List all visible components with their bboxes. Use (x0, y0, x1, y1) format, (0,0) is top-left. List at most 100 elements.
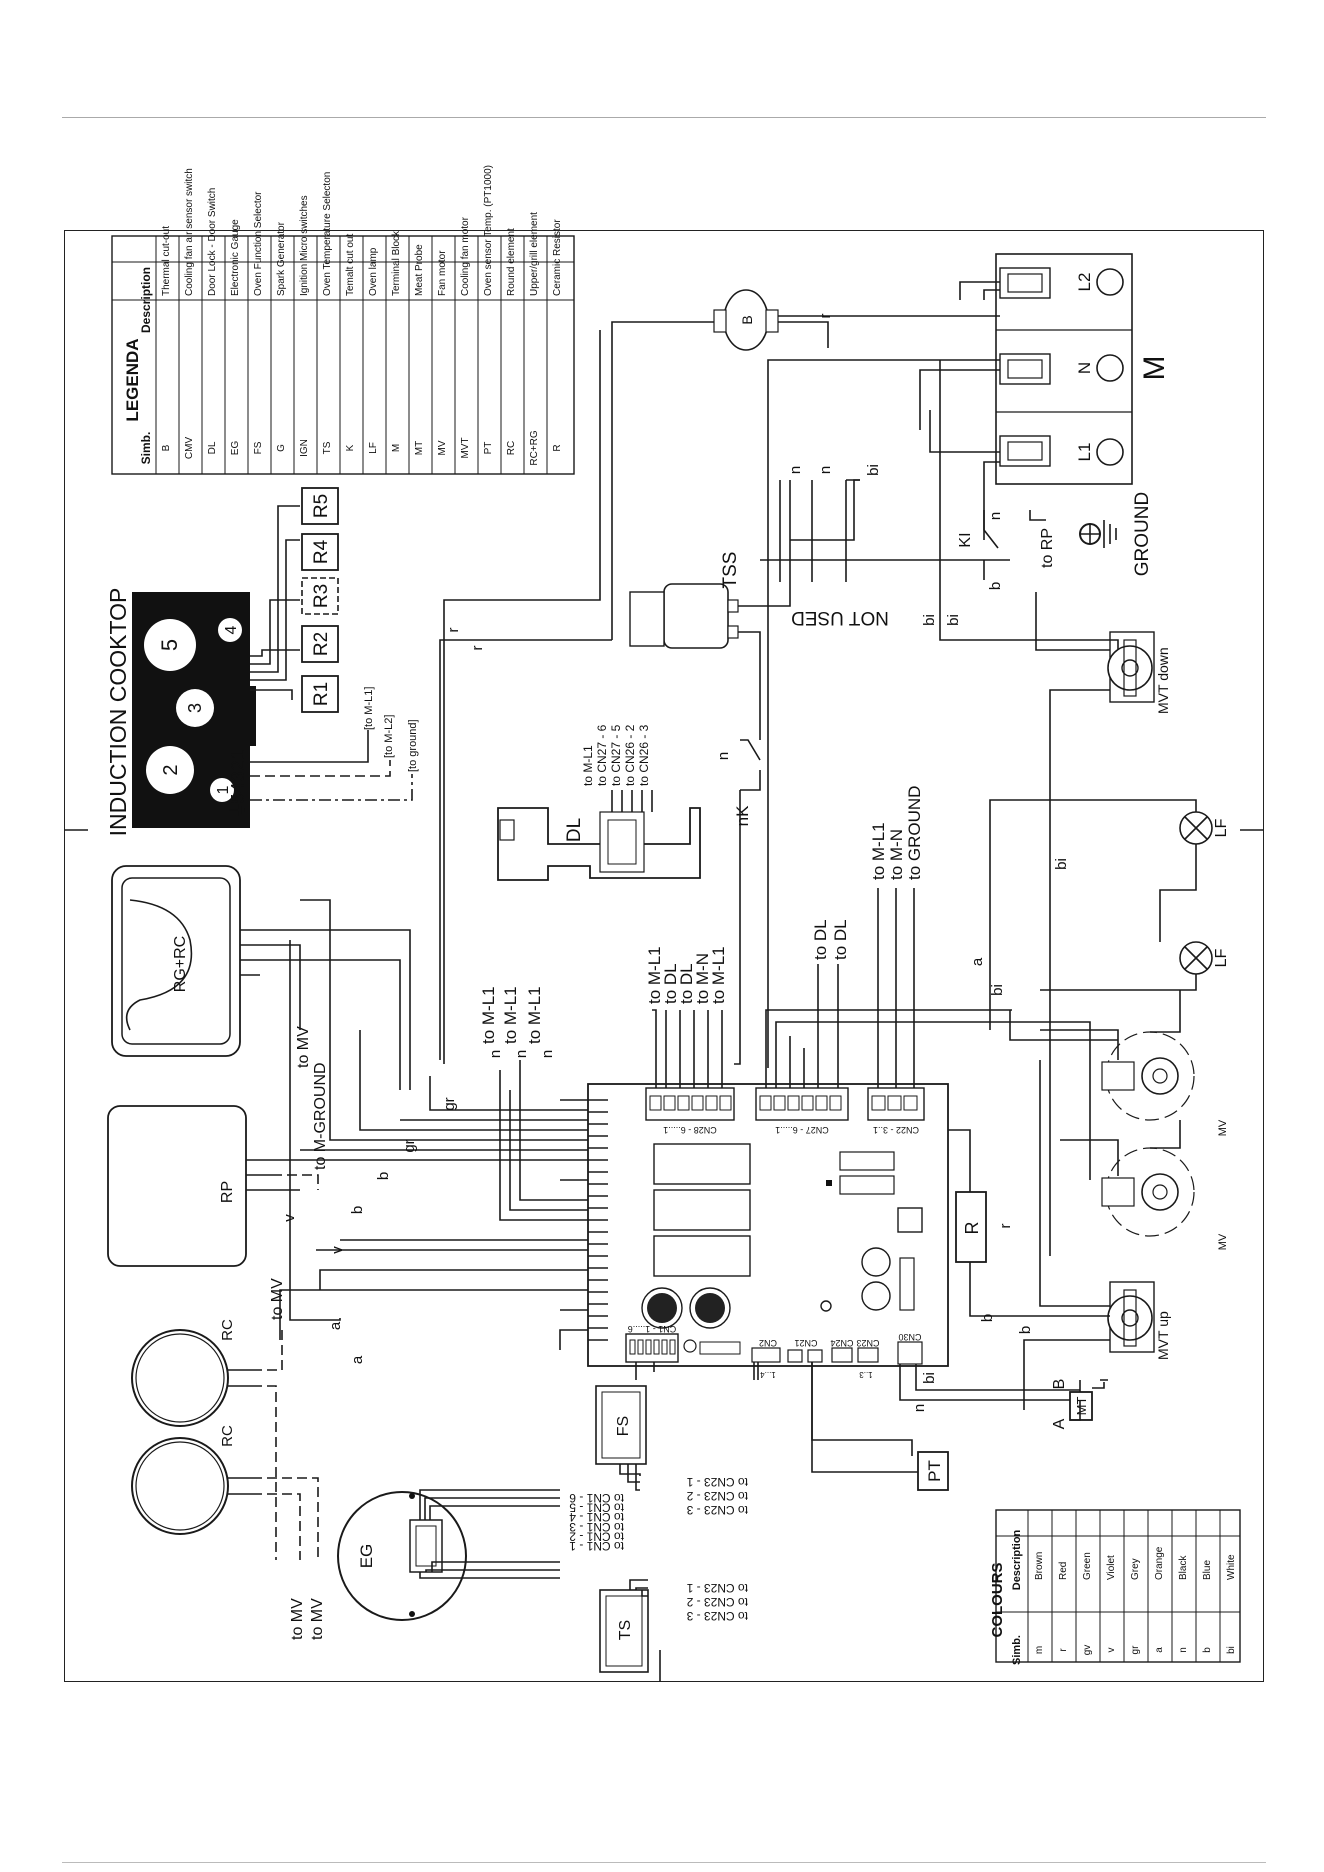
legend-desc-3: Electronic Gauge (230, 219, 241, 296)
legend-desc-16: Upper/grill element (529, 212, 540, 296)
colour-simb-1: r (1058, 1648, 1069, 1652)
dl-link-0: to M-L1 (581, 745, 595, 786)
colour-desc-2: Green (1082, 1552, 1093, 1580)
cooktop-zone-2: 2 (146, 746, 194, 794)
legend-head-simb-cell: Simb. (139, 432, 153, 465)
ceramic-resistor: R (955, 1191, 987, 1263)
ground-terminal: GROUND (1079, 492, 1153, 576)
cn23-text: CN23 (856, 1338, 879, 1348)
to-m-l1-left-1: to M-L1 (479, 986, 498, 1044)
svg-text:4: 4 (223, 625, 240, 634)
legend-desc-8: Temalt cut out (345, 234, 356, 296)
cooktop-zone-5: 5 (144, 619, 196, 671)
wire-code-r-r: r (997, 1224, 1014, 1229)
wire-code-n-1: n (487, 1050, 504, 1058)
colour-desc-6: Black (1178, 1555, 1189, 1580)
legend-simb-16: RC+RG (529, 430, 540, 466)
colours-table: COLOURS Simb. Description mBrownrRedgvGr… (989, 1509, 1241, 1665)
colours-head-desc: Description (1011, 1529, 1023, 1590)
wire-code-v-2: v (281, 1214, 298, 1222)
eg-link-0: to CN1 - 6 (569, 1491, 624, 1505)
to-m-l1-left-3: to M-L1 (525, 986, 544, 1044)
wire-code-bi-r4: bi (989, 984, 1006, 996)
wire-code-b-r2: b (1017, 1326, 1034, 1334)
legend-desc-5: Spark Generator (276, 221, 287, 296)
cooktop-zone-3: 3 (176, 689, 214, 727)
legend-desc-9: Oven lamp (368, 247, 379, 296)
legend-simb-12: MV (437, 440, 448, 455)
legend-desc-6: Ignition Micro switches (299, 195, 310, 296)
svg-text:2: 2 (160, 764, 182, 775)
cn28-out-label-0: to M-L1 (645, 946, 664, 1004)
cn2-range-text: 1...4 (760, 1370, 776, 1379)
wire-code-gr-1: gr (441, 1097, 458, 1110)
colour-simb-5: a (1154, 1647, 1165, 1653)
mvt-up-label: MVT up (1155, 1311, 1171, 1360)
cn2-text: CN2 (759, 1338, 777, 1348)
colour-desc-3: Violet (1106, 1555, 1117, 1580)
legend-head-desc: Description (139, 267, 153, 333)
pt-label: PT (925, 1460, 944, 1482)
terminal-block-label: M (1138, 356, 1171, 381)
wire-code-a-r: a (969, 957, 986, 966)
dl-label: DL (564, 818, 585, 842)
meat-probe: MT B A (1051, 1379, 1108, 1429)
to-mv-label-3: to MV (289, 1598, 306, 1640)
colour-desc-1: Red (1058, 1562, 1069, 1580)
mt-label: MT (1074, 1397, 1089, 1416)
svg-text:R3: R3 (311, 584, 332, 608)
mv-label-2: MV (1217, 1233, 1229, 1250)
mvt-down-label: MVT down (1155, 647, 1171, 714)
round-element-upper: RC (131, 1319, 252, 1427)
legend-simb-17: R (552, 444, 563, 451)
connector-cn28: CN28 - 6.....1 (645, 1087, 735, 1121)
to-mv-label-1: to MV (295, 1026, 312, 1068)
wire-code-r-mid-2: r (469, 646, 486, 651)
wire-code-bi-r5: bi (921, 1372, 938, 1384)
wire-code-n-ki: n (987, 512, 1004, 520)
cn27-to-dl-2: to DL (831, 919, 850, 960)
resistor-r3: R3 (301, 577, 339, 615)
mv-label-1: MV (1217, 1119, 1229, 1136)
colour-desc-8: White (1226, 1554, 1237, 1580)
fs-link-0: to CN23 - 1 (686, 1475, 748, 1489)
legend-simb-6: IGN (299, 439, 310, 457)
legend-desc-12: Fan motor (437, 250, 448, 296)
to-mv-label-2: to MV (269, 1278, 286, 1320)
fs-link-1: to CN23 - 2 (686, 1489, 748, 1503)
colour-desc-4: Grey (1130, 1558, 1141, 1580)
oven-lamp-2: LF (1179, 941, 1230, 975)
wire-code-b-1: b (375, 1172, 392, 1180)
ts-link-0: to CN23 - 1 (686, 1581, 748, 1595)
colour-simb-7: b (1202, 1647, 1213, 1653)
legend-desc-4: Oven Function Selector (253, 191, 264, 296)
terminal-block: L2 N L1 M (995, 253, 1171, 485)
fan-motor-1: MV (1101, 1031, 1229, 1136)
fs-link-2: to CN23 - 3 (686, 1503, 748, 1517)
cn21-text: CN21 (794, 1338, 817, 1348)
ts-link-1: to CN23 - 2 (686, 1595, 748, 1609)
to-mv-label-4: to MV (309, 1598, 326, 1640)
legend-desc-1: Cooling fan air sensor switch (184, 168, 195, 296)
connector-cn1 (625, 1333, 679, 1363)
legend-simb-9: LF (368, 442, 379, 454)
legend-simb-3: EG (230, 441, 241, 456)
lf-label-1: LF (1213, 818, 1230, 837)
wire-code-b-2: b (349, 1206, 366, 1214)
wire-code-n-nk: n (715, 752, 732, 760)
colour-simb-2: gv (1082, 1645, 1093, 1656)
wire-code-a-1: a (327, 1321, 344, 1330)
legend-title: LEGENDA (123, 338, 142, 421)
resistor-r4: R4 (301, 533, 339, 571)
connector-cn22 (867, 1087, 925, 1121)
colours-title: COLOURS (989, 1563, 1006, 1638)
colour-desc-7: Blue (1202, 1560, 1213, 1580)
legend-desc-0: Thermal cut-out (161, 226, 172, 296)
bottom-rule (62, 1862, 1266, 1863)
legend-desc-7: Oven Temperature Selecton (322, 172, 333, 296)
function-selector: FS (595, 1385, 647, 1465)
svg-text:R2: R2 (311, 632, 332, 656)
wire-code-a-2: a (349, 1355, 366, 1364)
resistor-r5: R5 (301, 487, 339, 525)
